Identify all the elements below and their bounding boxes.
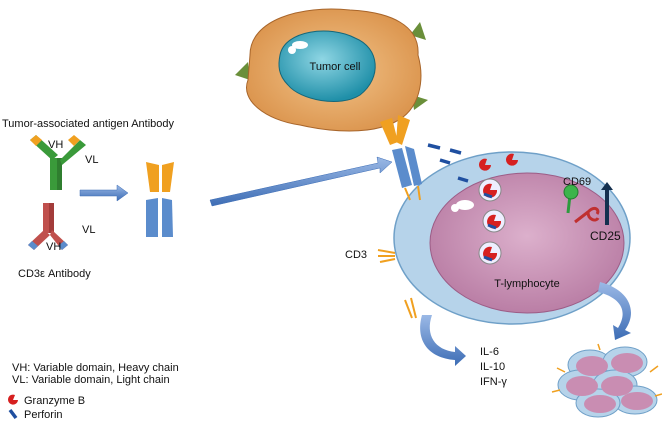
bispecific-antibody (146, 162, 174, 237)
arrow-right (79, 184, 129, 202)
il10-label: IL-10 (480, 361, 505, 373)
legend-vh: VH: Variable domain, Heavy chain (12, 362, 179, 374)
ifng-label: IFN-γ (480, 376, 507, 388)
granule-vesicle (482, 209, 506, 233)
cd25-receptor (574, 207, 600, 224)
granzyme-icon (506, 153, 518, 166)
perforin-icon (427, 143, 441, 150)
vh-bottom-label: VH (46, 241, 61, 253)
vl-bottom-label: VL (82, 224, 95, 236)
bound-bispecific-antibody (380, 115, 422, 201)
t-lymphocyte-label: T-lymphocyte (494, 278, 559, 290)
vl-top-label: VL (85, 154, 98, 166)
proliferating-t-cells (551, 343, 662, 418)
cd69-label: CD69 (563, 176, 591, 188)
legend-vl: VL: Variable domain, Light chain (12, 374, 170, 386)
il6-label: IL-6 (480, 346, 499, 358)
antigen-marker (235, 62, 250, 80)
cytokine-release-arrow (420, 315, 466, 366)
granzyme-icon (8, 394, 18, 405)
perforin-icon (457, 176, 469, 183)
arrow-to-cells (209, 156, 393, 207)
granule-vesicle (478, 178, 502, 202)
perforin-icon (439, 158, 451, 165)
perforin-icon (449, 148, 462, 155)
tumor-cell: Tumor cell (235, 8, 428, 132)
cd25-label: CD25 (590, 229, 621, 243)
upregulation-arrow-icon (601, 182, 613, 225)
cd3-receptor (377, 249, 396, 263)
vh-top-label: VH (48, 139, 63, 151)
taa-antibody (30, 135, 86, 190)
granule-vesicle (478, 241, 502, 265)
cd3-receptor (404, 297, 417, 319)
cd3-label: CD3 (345, 249, 367, 261)
taa-antibody-label: Tumor-associated antigen Antibody (2, 118, 175, 130)
legend-granzyme: Granzyme B (24, 395, 85, 407)
cd69-receptor (563, 184, 579, 214)
proliferation-arrow (598, 282, 632, 340)
perforin-icon (8, 408, 18, 420)
cd3-antibody-label: CD3ε Antibody (18, 268, 91, 280)
cd3-antibody (28, 203, 68, 250)
tumor-cell-label: Tumor cell (310, 61, 361, 73)
legend-perforin: Perforin (24, 409, 63, 421)
granzyme-icon (479, 158, 491, 171)
